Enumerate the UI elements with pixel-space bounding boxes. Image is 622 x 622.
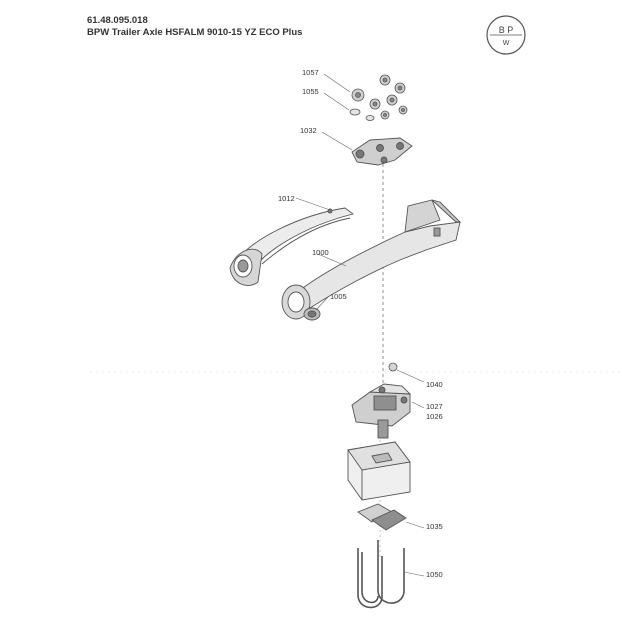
part-1027-axle-seat — [351, 383, 412, 439]
part-1057-nuts — [351, 74, 408, 120]
part-1005-bush — [303, 307, 321, 321]
bpw-logo: B P W — [486, 15, 526, 55]
callout-1032: 1032 — [300, 126, 317, 135]
part-1050-u-bolts — [357, 540, 405, 609]
axle-tube — [347, 441, 411, 501]
callout-1005: 1005 — [330, 292, 347, 301]
part-1000-trailing-arm — [281, 199, 462, 320]
part-1040-plug — [388, 362, 398, 372]
callout-1040: 1040 — [426, 380, 443, 389]
part-number: 61.48.095.018 — [87, 15, 148, 26]
callout-1050: 1050 — [426, 570, 443, 579]
callout-1055: 1055 — [302, 87, 319, 96]
callout-1057: 1057 — [302, 68, 319, 77]
callout-1012: 1012 — [278, 194, 295, 203]
part-1012-leaf-spring — [229, 207, 355, 286]
callout-1027: 1027 — [426, 402, 443, 411]
callout-1035: 1035 — [426, 522, 443, 531]
diagram-title: BPW Trailer Axle HSFALM 9010-15 YZ ECO P… — [87, 27, 303, 38]
part-1032-clamp-plate — [351, 137, 413, 166]
logo-lettering: B P — [499, 25, 514, 35]
callout-1026: 1026 — [426, 412, 443, 421]
svg-text:W: W — [503, 40, 510, 47]
callout-1000: 1000 — [312, 248, 329, 257]
part-1055-washers — [349, 108, 375, 121]
part-1035-packing-plates — [357, 503, 407, 531]
